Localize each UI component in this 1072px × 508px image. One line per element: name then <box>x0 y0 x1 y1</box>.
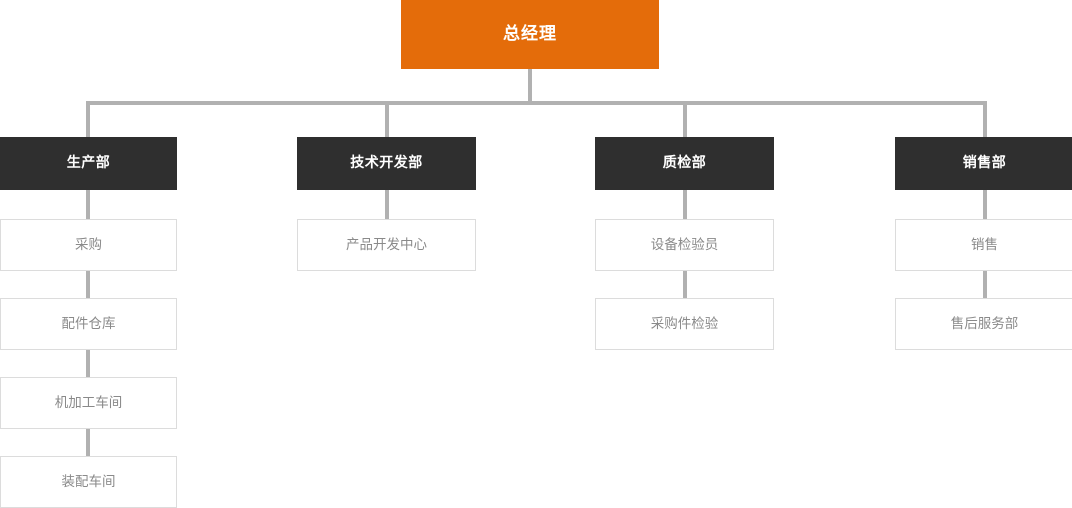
connector-dept-1-to-child-1 <box>86 190 90 219</box>
node-label: 售后服务部 <box>950 315 1019 332</box>
node-sub-product-development-center[interactable]: 产品开发中心 <box>297 219 476 271</box>
node-label: 采购件检验 <box>650 315 719 332</box>
node-label: 采购 <box>75 236 102 253</box>
node-label: 销售部 <box>962 155 1007 172</box>
node-dept-sales[interactable]: 销售部 <box>895 137 1072 190</box>
node-sub-sales[interactable]: 销售 <box>895 219 1072 271</box>
node-label: 销售 <box>971 236 998 253</box>
connector-dept-1-child-1-to-2 <box>86 271 90 298</box>
node-label: 设备检验员 <box>650 236 719 253</box>
node-root-general-manager[interactable]: 总经理 <box>401 0 659 69</box>
node-dept-quality-inspection[interactable]: 质检部 <box>595 137 774 190</box>
connector-dept-3-child-1-to-2 <box>683 271 687 298</box>
connector-dept-4-to-child-1 <box>983 190 987 219</box>
node-label: 机加工车间 <box>54 394 123 411</box>
node-sub-purchased-parts-inspection[interactable]: 采购件检验 <box>595 298 774 350</box>
node-label: 生产部 <box>66 155 111 172</box>
node-label: 质检部 <box>662 155 707 172</box>
node-sub-procurement[interactable]: 采购 <box>0 219 177 271</box>
connector-bus-to-dept-3 <box>683 101 687 137</box>
node-label: 产品开发中心 <box>346 236 427 253</box>
connector-horizontal-bus <box>86 101 987 105</box>
node-label: 装配车间 <box>61 473 116 490</box>
connector-root-stem <box>528 69 532 105</box>
node-sub-assembly-workshop[interactable]: 装配车间 <box>0 456 177 508</box>
node-label: 技术开发部 <box>350 155 423 172</box>
node-dept-production[interactable]: 生产部 <box>0 137 177 190</box>
connector-dept-3-to-child-1 <box>683 190 687 219</box>
node-sub-machining-workshop[interactable]: 机加工车间 <box>0 377 177 429</box>
connector-bus-to-dept-4 <box>983 101 987 137</box>
connector-bus-to-dept-2 <box>385 101 389 137</box>
connector-dept-2-to-child-1 <box>385 190 389 219</box>
node-label: 总经理 <box>503 24 557 45</box>
connector-bus-to-dept-1 <box>86 101 90 137</box>
node-sub-parts-warehouse[interactable]: 配件仓库 <box>0 298 177 350</box>
node-dept-technical-development[interactable]: 技术开发部 <box>297 137 476 190</box>
connector-dept-1-child-2-to-3 <box>86 350 90 377</box>
connector-dept-4-child-1-to-2 <box>983 271 987 298</box>
node-sub-equipment-inspector[interactable]: 设备检验员 <box>595 219 774 271</box>
node-sub-after-sales-service[interactable]: 售后服务部 <box>895 298 1072 350</box>
node-label: 配件仓库 <box>61 315 116 332</box>
connector-dept-1-child-3-to-4 <box>86 429 90 456</box>
